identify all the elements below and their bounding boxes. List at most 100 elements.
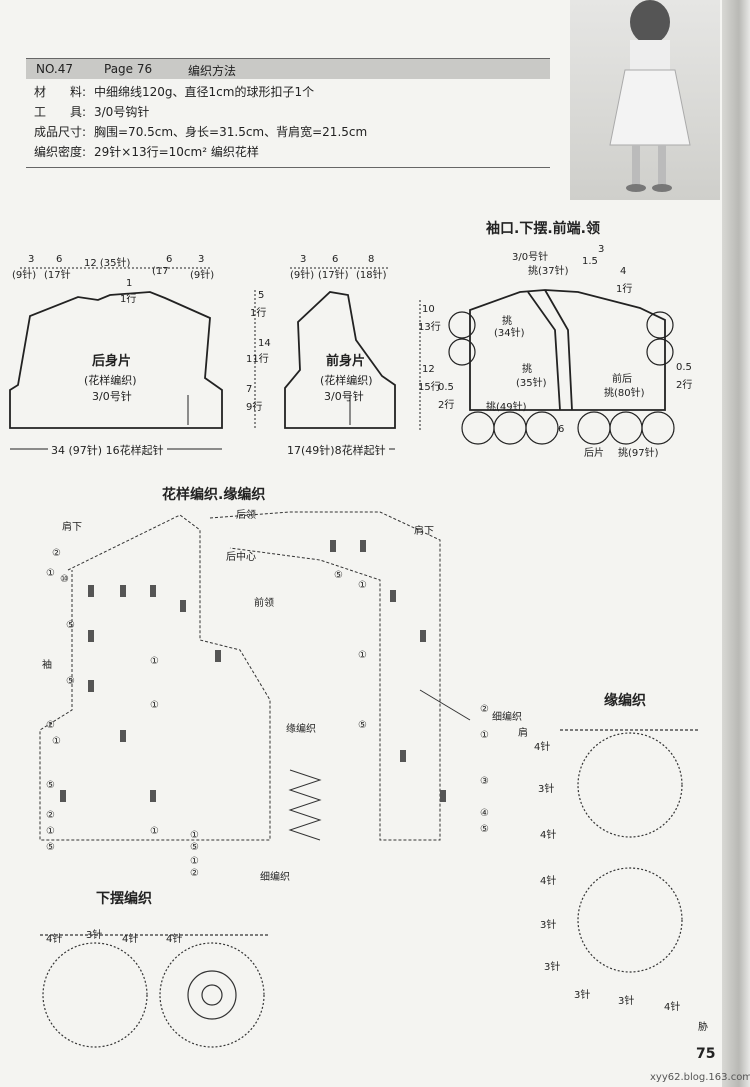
- back-hook: 3/0号针: [92, 390, 132, 403]
- chart-row-marker: ⑤: [358, 720, 367, 731]
- back-sts: (17针: [44, 270, 71, 281]
- cuff-label: 0.5: [676, 362, 692, 373]
- chart-row-marker: ①: [150, 656, 159, 667]
- front-side: 13行: [418, 322, 441, 333]
- chart-row-marker: ①: [358, 650, 367, 661]
- hem-count: 4针: [46, 934, 63, 945]
- back-neck: 1: [126, 278, 133, 289]
- edge-count: 3针: [538, 784, 555, 795]
- hem-title: 下摆编织: [96, 891, 152, 907]
- chart-label: 前领: [254, 598, 274, 609]
- hem-count: 3针: [86, 930, 103, 941]
- chart-row-marker: ②: [46, 720, 55, 731]
- chart-row-marker: ②: [190, 868, 199, 879]
- chart-label: 肩下: [62, 522, 82, 533]
- chart-label: 缘编织: [286, 724, 316, 735]
- edge-shoulder: 肩: [518, 728, 528, 739]
- chart-title: 花样编织.缘编织: [162, 487, 266, 503]
- chart-row-marker: ③: [480, 776, 489, 787]
- cuff-label: 3: [598, 244, 605, 255]
- materials-row: 材 料:中细绵线120g、直径1cm的球形扣子1个: [34, 85, 315, 99]
- chart-row-marker: ⑤: [46, 780, 55, 791]
- method-title: 编织方法: [188, 64, 237, 78]
- edge-count: 4针: [540, 830, 557, 841]
- chart-row-marker: ④: [480, 808, 489, 819]
- back-bottom-dim: 34 (97针) 16花样起针: [48, 442, 167, 458]
- back-dim: 12 (35针): [84, 258, 131, 269]
- cuff-label: 挑(80针): [604, 388, 645, 399]
- edge-count: 3针: [574, 990, 591, 1001]
- edge-count: 3针: [540, 920, 557, 931]
- back-sts: (9针): [190, 270, 215, 281]
- side-dim: 5: [258, 290, 265, 301]
- cuff-label: 前后: [612, 374, 632, 385]
- cuff-label: (34针): [494, 328, 525, 339]
- front-side: 10: [422, 304, 435, 315]
- tools-row: 工 具:3/0号钩针: [34, 105, 150, 119]
- cuff-label: 2行: [676, 380, 693, 391]
- back-title: 后身片: [92, 354, 132, 369]
- chart-row-marker: ②: [52, 548, 61, 559]
- front-side: 12: [422, 364, 435, 375]
- page-number: 75: [696, 1046, 716, 1062]
- chart-row-marker: ①: [358, 580, 367, 591]
- edge-count: 3针: [618, 996, 635, 1007]
- cuff-label: 1.5: [582, 256, 598, 267]
- child-silhouette: [609, 0, 691, 192]
- chart-label: 后领: [236, 510, 256, 521]
- watermark: xyy62.blog.163.com: [650, 1072, 750, 1083]
- front-side: 0.5: [438, 382, 454, 393]
- cuff-label: 6: [558, 424, 565, 435]
- front-dim: 8: [368, 254, 375, 265]
- back-sts: (17: [152, 266, 169, 277]
- chart-label: 细编织: [260, 872, 290, 883]
- chart-row-marker: ②: [480, 704, 489, 715]
- pattern-number: NO.47: [36, 62, 74, 76]
- chart-row-marker: ①: [46, 568, 55, 579]
- chart-row-marker: ①: [150, 826, 159, 837]
- cuff-label: 后片: [584, 448, 604, 459]
- back-dim: 6: [56, 254, 63, 265]
- edge-end: 胁: [698, 1022, 708, 1033]
- front-hook: 3/0号针: [324, 390, 364, 403]
- chart-row-marker: ①: [46, 826, 55, 837]
- side-dim: 7: [246, 384, 253, 395]
- size-row: 成品尺寸:胸围=70.5cm、身长=31.5cm、背肩宽=21.5cm: [34, 125, 368, 139]
- front-piece-outline: [284, 291, 396, 429]
- front-title: 前身片: [326, 354, 366, 369]
- back-piece-outline: [9, 291, 223, 429]
- front-bottom-dim: 17(49针)8花样起针: [284, 442, 389, 458]
- side-dim: 11行: [246, 354, 269, 365]
- front-sts: (9针): [290, 270, 315, 281]
- cuff-outline: [469, 289, 666, 411]
- front-dim: 6: [332, 254, 339, 265]
- chart-label: 细编织: [492, 712, 522, 723]
- chart-row-marker: ①: [480, 730, 489, 741]
- back-pattern: (花样编织): [84, 374, 137, 387]
- back-dim: 3: [198, 254, 205, 265]
- chart-row-marker: ②: [46, 810, 55, 821]
- chart-label: 袖: [42, 660, 52, 671]
- chart-row-marker: ①: [190, 830, 199, 841]
- edge-count: 4针: [534, 742, 551, 753]
- hem-count: 4针: [122, 934, 139, 945]
- chart-row-marker: ⑤: [334, 570, 343, 581]
- model-photo: [570, 0, 720, 200]
- page-ref: Page 76: [104, 62, 153, 76]
- book-spine: [722, 0, 750, 1087]
- side-dim: 14: [258, 338, 271, 349]
- cuff-title: 袖口.下摆.前端.领: [486, 221, 600, 237]
- edge-count: 3针: [544, 962, 561, 973]
- back-dim: 6: [166, 254, 173, 265]
- chart-row-marker: ①: [52, 736, 61, 747]
- chart-row-marker: ⑤: [66, 620, 75, 631]
- chart-label: 肩下: [414, 526, 434, 537]
- header-bar: NO.47 Page 76 编织方法: [26, 59, 550, 79]
- edge-count: 4针: [540, 876, 557, 887]
- chart-row-marker: ⑩: [60, 574, 69, 585]
- cuff-label: 1行: [616, 284, 633, 295]
- cuff-label: 4: [620, 266, 627, 277]
- chart-label: 后中心: [226, 552, 256, 563]
- instructions-box: NO.47 Page 76 编织方法 材 料:中细绵线120g、直径1cm的球形…: [26, 58, 550, 168]
